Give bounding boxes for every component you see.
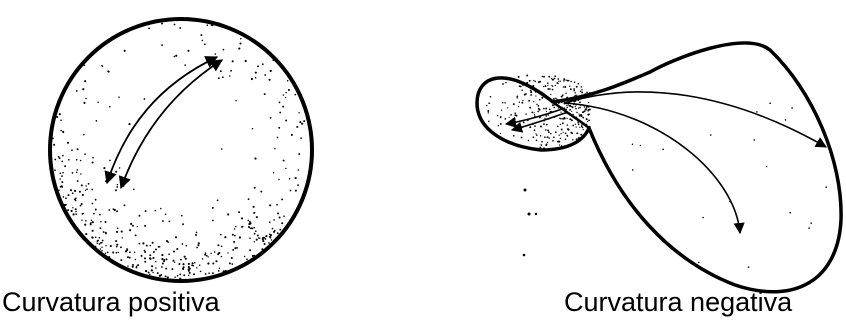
- saddle-outline: [477, 43, 841, 292]
- scattered-dots: [523, 189, 538, 257]
- sphere-outline: [50, 19, 312, 281]
- sphere-diagram: [50, 19, 312, 281]
- saddle-diagram: [477, 43, 841, 292]
- caption-positive-curvature: Curvatura positiva: [2, 286, 220, 318]
- caption-negative-curvature: Curvatura negativa: [564, 286, 792, 318]
